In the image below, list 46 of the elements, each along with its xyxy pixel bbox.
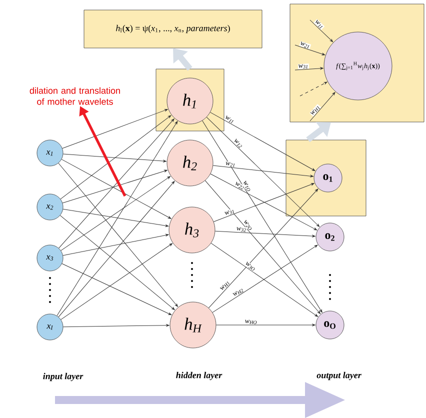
arrow xyxy=(62,324,170,328)
arrow xyxy=(62,154,166,162)
hidden-neuron: h$_{3}$ xyxy=(168,206,216,254)
layer-label: hidden layer xyxy=(176,372,222,380)
output-neuron: o$_{1}$ xyxy=(314,164,342,192)
arrow xyxy=(62,263,172,316)
arrow xyxy=(202,120,322,313)
arrow xyxy=(300,82,328,96)
input-neuron: x$_{1}$ xyxy=(36,140,64,166)
hidden-neuron: h$_{H}$ xyxy=(170,302,216,348)
arrow xyxy=(216,324,316,326)
arrow xyxy=(294,44,326,56)
arrow xyxy=(61,159,172,219)
block-arrow xyxy=(306,122,331,142)
arrow xyxy=(60,115,172,200)
arrow xyxy=(58,162,178,307)
arrow xyxy=(58,180,175,318)
arrow xyxy=(206,116,320,227)
formula-box: h$_{l}$(x) = ψ(x$_{1}$, ..., x$_{n}$, parameters) xyxy=(84,10,262,48)
layer-label: output layer xyxy=(316,372,362,380)
layer-label: input layer xyxy=(43,372,84,382)
input-neuron: x$_{3}$ xyxy=(36,244,64,272)
input-neuron: x$_{2}$ xyxy=(36,194,64,220)
hidden-neuron: h$_{1}$ xyxy=(166,78,214,124)
annotation-text: dilation and translation of mother wavelets xyxy=(30,87,120,105)
arrow xyxy=(214,230,316,238)
arrow xyxy=(213,183,314,222)
arrow xyxy=(60,215,175,310)
arrow xyxy=(60,176,170,251)
arrow xyxy=(62,234,169,256)
arrow xyxy=(310,92,336,122)
arrow xyxy=(62,109,168,149)
arrow xyxy=(56,121,178,316)
arrow xyxy=(212,165,314,178)
arrow xyxy=(210,174,318,230)
hidden-neuron: h$_{2}$ xyxy=(166,140,214,186)
arrow xyxy=(62,170,168,204)
arrow xyxy=(310,20,334,42)
arrow xyxy=(210,112,316,171)
arrow xyxy=(62,208,169,227)
input-neuron: x$_{I}$ xyxy=(36,314,64,340)
output-neuron: o$_{2}$ xyxy=(316,222,344,252)
output-neuron: o$_{O}$ xyxy=(316,310,344,340)
arrow xyxy=(58,118,174,248)
arrow xyxy=(294,67,324,70)
arrow xyxy=(60,243,172,320)
